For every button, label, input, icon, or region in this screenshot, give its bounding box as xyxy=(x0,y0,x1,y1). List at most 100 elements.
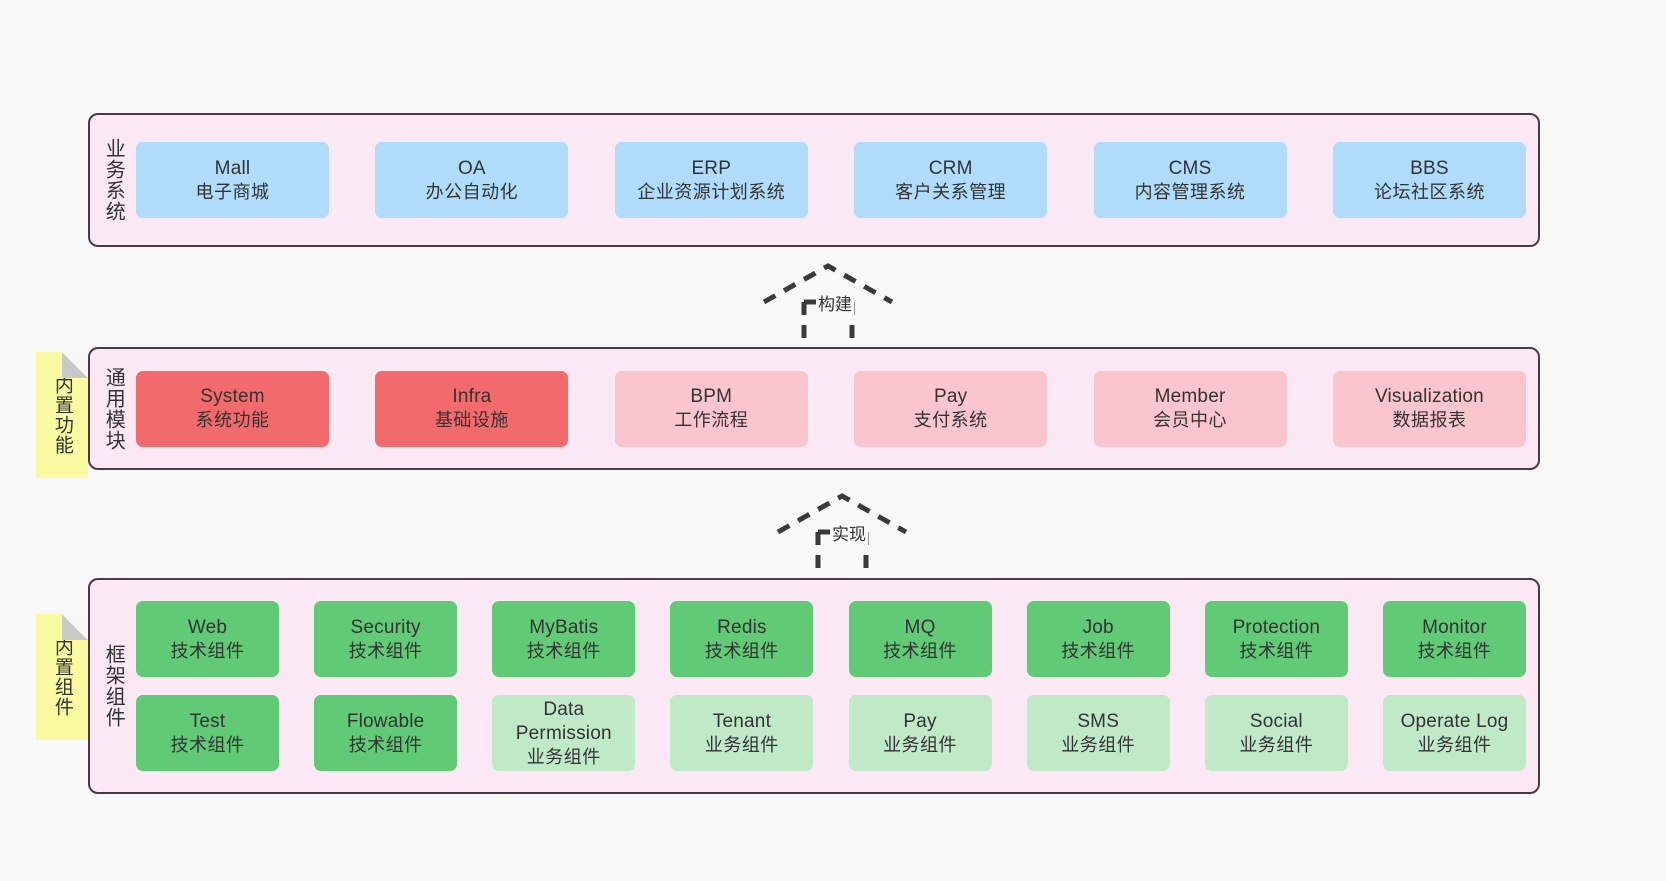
card-title-en: System xyxy=(200,386,265,408)
card-title-cn: 技术组件 xyxy=(704,640,779,661)
arrowhead-implement xyxy=(776,493,908,535)
card-title-en: MyBatis xyxy=(529,616,599,638)
card-title-en: BPM xyxy=(690,386,733,408)
sticky-note-label: 内置功能 xyxy=(51,375,73,455)
connector-build: 构建 xyxy=(760,262,896,348)
card-title-cn: 业务组件 xyxy=(1061,734,1136,755)
card-title-cn: 内容管理系统 xyxy=(1134,181,1246,202)
connector-label-implement: 实现 xyxy=(830,520,868,545)
card-title-cn: 支付系统 xyxy=(913,410,988,431)
card-title-en: Member xyxy=(1154,386,1226,408)
card-title-en: Operate Log xyxy=(1400,710,1509,732)
card-title-en: OA xyxy=(457,157,486,179)
card-title-cn: 系统功能 xyxy=(195,410,270,431)
card-title-cn: 业务组件 xyxy=(526,746,601,767)
card-title-en: Visualization xyxy=(1374,386,1484,408)
connector-label-build: 构建 xyxy=(816,290,854,315)
card-title-en: Infra xyxy=(452,386,492,408)
card-title-cn: 工作流程 xyxy=(674,410,749,431)
card-title-en: Flowable xyxy=(346,710,425,732)
card-title-cn: 技术组件 xyxy=(1417,640,1492,661)
card-title-en: ERP xyxy=(691,157,732,179)
card-title-cn: 电子商城 xyxy=(195,181,270,202)
card-title-cn: 技术组件 xyxy=(170,734,245,755)
card-title-cn: 会员中心 xyxy=(1153,410,1228,431)
card-title-cn: 数据报表 xyxy=(1392,410,1467,431)
layer-caption-framework-component: 框架组件 xyxy=(102,644,125,728)
card-title-cn: 业务组件 xyxy=(1239,734,1314,755)
card-title-en: Mall xyxy=(214,157,251,179)
card-title-cn: 技术组件 xyxy=(348,734,423,755)
card-title-cn: 技术组件 xyxy=(1239,640,1314,661)
card-title-en: CRM xyxy=(928,157,973,179)
card-title-en: Monitor xyxy=(1422,616,1487,638)
layer-caption-business-system: 业务系统 xyxy=(102,138,125,222)
card-title-en: CMS xyxy=(1168,157,1212,179)
card-title-cn: 基础设施 xyxy=(434,410,509,431)
card-title-cn: 办公自动化 xyxy=(425,181,519,202)
card-title-cn: 企业资源计划系统 xyxy=(637,181,786,202)
card-title-en: BBS xyxy=(1410,157,1449,179)
arrowhead-build xyxy=(762,263,894,305)
card-title-cn: 技术组件 xyxy=(1061,640,1136,661)
card-title-cn: 业务组件 xyxy=(1417,734,1492,755)
card-title-cn: 客户关系管理 xyxy=(895,181,1007,202)
card-title-cn: 业务组件 xyxy=(704,734,779,755)
card-title-en: Protection xyxy=(1232,616,1321,638)
card-title-en: MQ xyxy=(904,616,936,638)
card-title-cn: 技术组件 xyxy=(170,640,245,661)
card-title-en: Pay xyxy=(903,710,937,732)
connector-implement: 实现 xyxy=(774,492,910,578)
card-title-cn: 技术组件 xyxy=(883,640,958,661)
layer-caption-general-module: 通用模块 xyxy=(102,366,125,451)
card-title-en: Test xyxy=(189,710,226,732)
sticky-note-label: 内置组件 xyxy=(51,637,73,717)
card-title-en: Redis xyxy=(717,616,767,638)
sticky-note-builtin-component: 内置组件 xyxy=(36,614,88,740)
card-title-en: Job xyxy=(1082,616,1114,638)
card-title-en: Tenant xyxy=(712,710,772,732)
card-title-en: Pay xyxy=(934,386,968,408)
card-title-cn: 技术组件 xyxy=(348,640,423,661)
sticky-note-builtin-feature: 内置功能 xyxy=(36,352,88,478)
card-title-en: SMS xyxy=(1077,710,1120,732)
card-title-cn: 技术组件 xyxy=(526,640,601,661)
